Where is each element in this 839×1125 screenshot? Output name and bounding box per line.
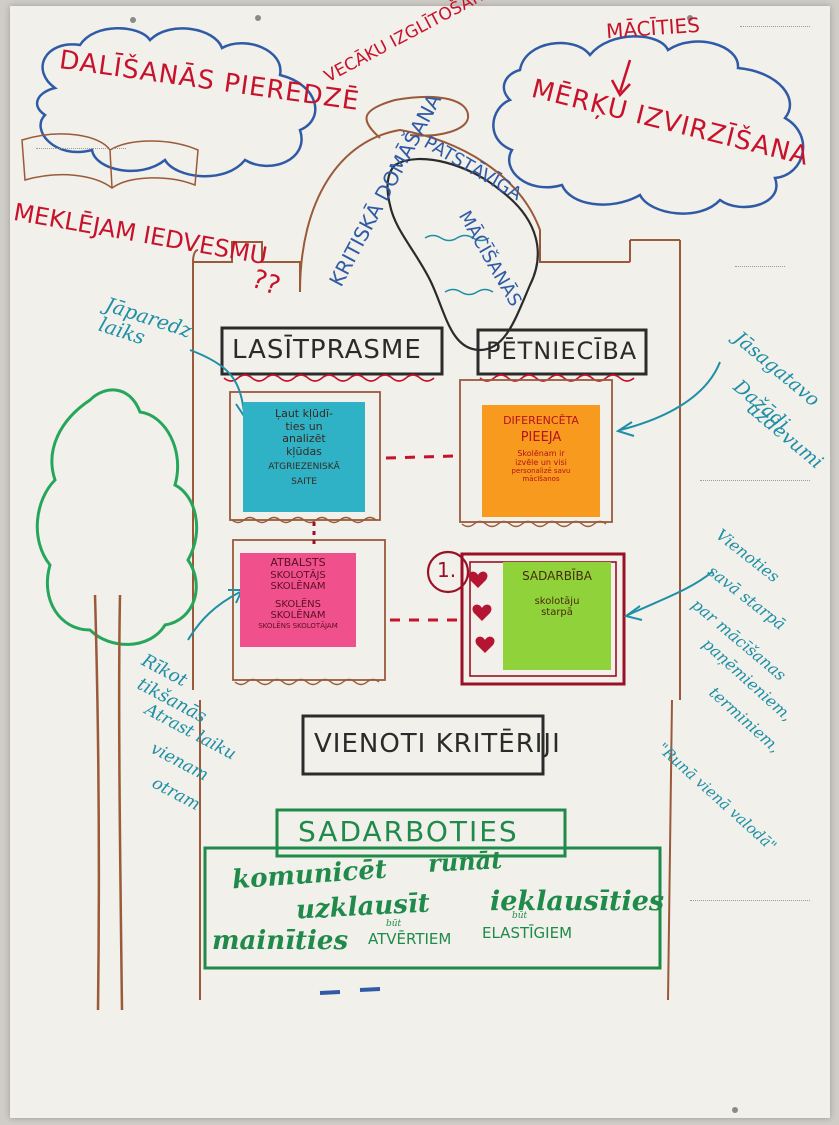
pencil-scribble	[690, 880, 810, 901]
wavy-line	[424, 234, 490, 242]
arrow-icon	[615, 421, 635, 437]
research-box	[476, 328, 648, 376]
pin-hole	[130, 17, 136, 23]
collaboration-frame	[460, 552, 626, 686]
sticky-note-lime: SADARBĪBA skolotāju starpā	[503, 562, 611, 670]
scallop-line	[231, 516, 377, 524]
pencil-scribble	[735, 260, 785, 267]
criteria-box	[301, 714, 545, 776]
badge-circle	[426, 550, 470, 594]
note-line: DIFERENCĒTA	[503, 414, 579, 427]
scallop-line	[461, 520, 607, 528]
arrow-icon	[627, 571, 713, 616]
collaborate-title-box	[275, 808, 567, 858]
note-line: PIEEJA	[520, 429, 562, 445]
literacy-label: LASĪTPRASME	[232, 335, 422, 365]
window-frame	[459, 379, 613, 523]
wavy-line	[444, 288, 494, 296]
heart-icon	[475, 636, 495, 653]
note-line: Ļaut kļūdī-	[274, 407, 334, 420]
building-outline	[192, 239, 681, 1001]
scallop-line	[223, 374, 435, 382]
note-line: SKOLĒNS SKOLOTĀJAM	[258, 621, 338, 630]
note-line: analizēt	[282, 432, 326, 446]
heart-icon	[468, 571, 488, 588]
arrow-icon	[619, 361, 721, 431]
tree-trunk	[93, 594, 124, 1011]
note-line: SAITE	[291, 476, 317, 487]
note-line: ties un	[285, 419, 323, 433]
note-line: SKOLĒNAM	[270, 610, 326, 622]
note-line: Skolēnam ir	[517, 448, 565, 458]
literacy-box	[220, 326, 444, 376]
tree-crown	[35, 388, 199, 646]
note-line: SKOLĒNS	[275, 598, 321, 610]
note-line: ATGRIEZENISKĀ	[268, 461, 340, 472]
note-line: personalizē savu	[511, 466, 571, 475]
pencil-scribble	[36, 140, 126, 149]
arrow-icon	[189, 349, 245, 413]
arrow-icon	[618, 59, 632, 93]
dashed-connector	[385, 454, 456, 460]
sticky-note-orange: DIFERENCĒTA PIEEJA Skolēnam ir izvēle un…	[482, 405, 600, 517]
note-line: izvēle un visi	[515, 457, 567, 467]
sticky-note-teal: Ļaut kļūdī- ties un analizēt kļūdas ATGR…	[243, 402, 365, 512]
scallop-line	[234, 678, 380, 686]
pin-hole	[255, 15, 261, 21]
arrow-icon	[623, 605, 643, 621]
arrow-icon	[187, 591, 241, 641]
collaborate-title: SADARBOTIES	[298, 815, 519, 848]
note-line: starpā	[541, 607, 573, 619]
note-line: SKOLOTĀJS	[270, 569, 326, 581]
note-line: kļūdas	[286, 444, 322, 458]
ellipsis-dashes	[319, 987, 381, 995]
pencil-scribble	[740, 14, 810, 27]
collaborate-word: uzklausīt	[295, 888, 431, 926]
pencil-scribble	[700, 470, 810, 481]
note-line: mācīšanos	[522, 475, 560, 483]
cloud-right-top-text: MĀCĪTIES	[605, 12, 701, 44]
sticky-note-pink: ATBALSTS SKOLOTĀJS SKOLĒNAM SKOLĒNS SKOL…	[240, 553, 356, 647]
paper-sheet	[10, 6, 830, 1118]
scallop-line	[479, 374, 635, 382]
independent-learning-blob	[386, 157, 539, 352]
collaborate-word: ATVĒRTIEM	[368, 930, 452, 948]
book-sketch	[21, 133, 199, 189]
cloud-left-outline	[35, 27, 317, 178]
note-line: ATBALSTS	[270, 556, 326, 569]
badge-number: 1.	[437, 558, 457, 582]
note-line: SADARBĪBA	[522, 569, 592, 583]
collaborate-word: ieklausīties	[490, 886, 665, 917]
heart-icon	[472, 604, 492, 621]
pin-hole	[732, 1107, 738, 1113]
dome-outline	[299, 95, 610, 293]
collaborate-word: ELASTĪGIEM	[482, 924, 573, 942]
collaborate-word: mainīties	[212, 926, 349, 956]
research-label: PĒTNIECĪBA	[486, 337, 638, 365]
collaborate-word: runāt	[427, 845, 503, 878]
window-frame	[232, 539, 386, 681]
cloud-right-outline	[492, 35, 805, 215]
criteria-label: VIENOTI KRITĒRIJI	[314, 729, 561, 759]
note-line: SKOLĒNAM	[270, 581, 326, 593]
collaborate-box	[203, 846, 662, 970]
note-line: skolotāju	[534, 595, 580, 607]
collaborate-small: būt	[512, 911, 528, 921]
arrow-icon	[610, 79, 631, 98]
collaborate-small: būt	[386, 919, 402, 929]
pin-hole	[687, 15, 693, 21]
